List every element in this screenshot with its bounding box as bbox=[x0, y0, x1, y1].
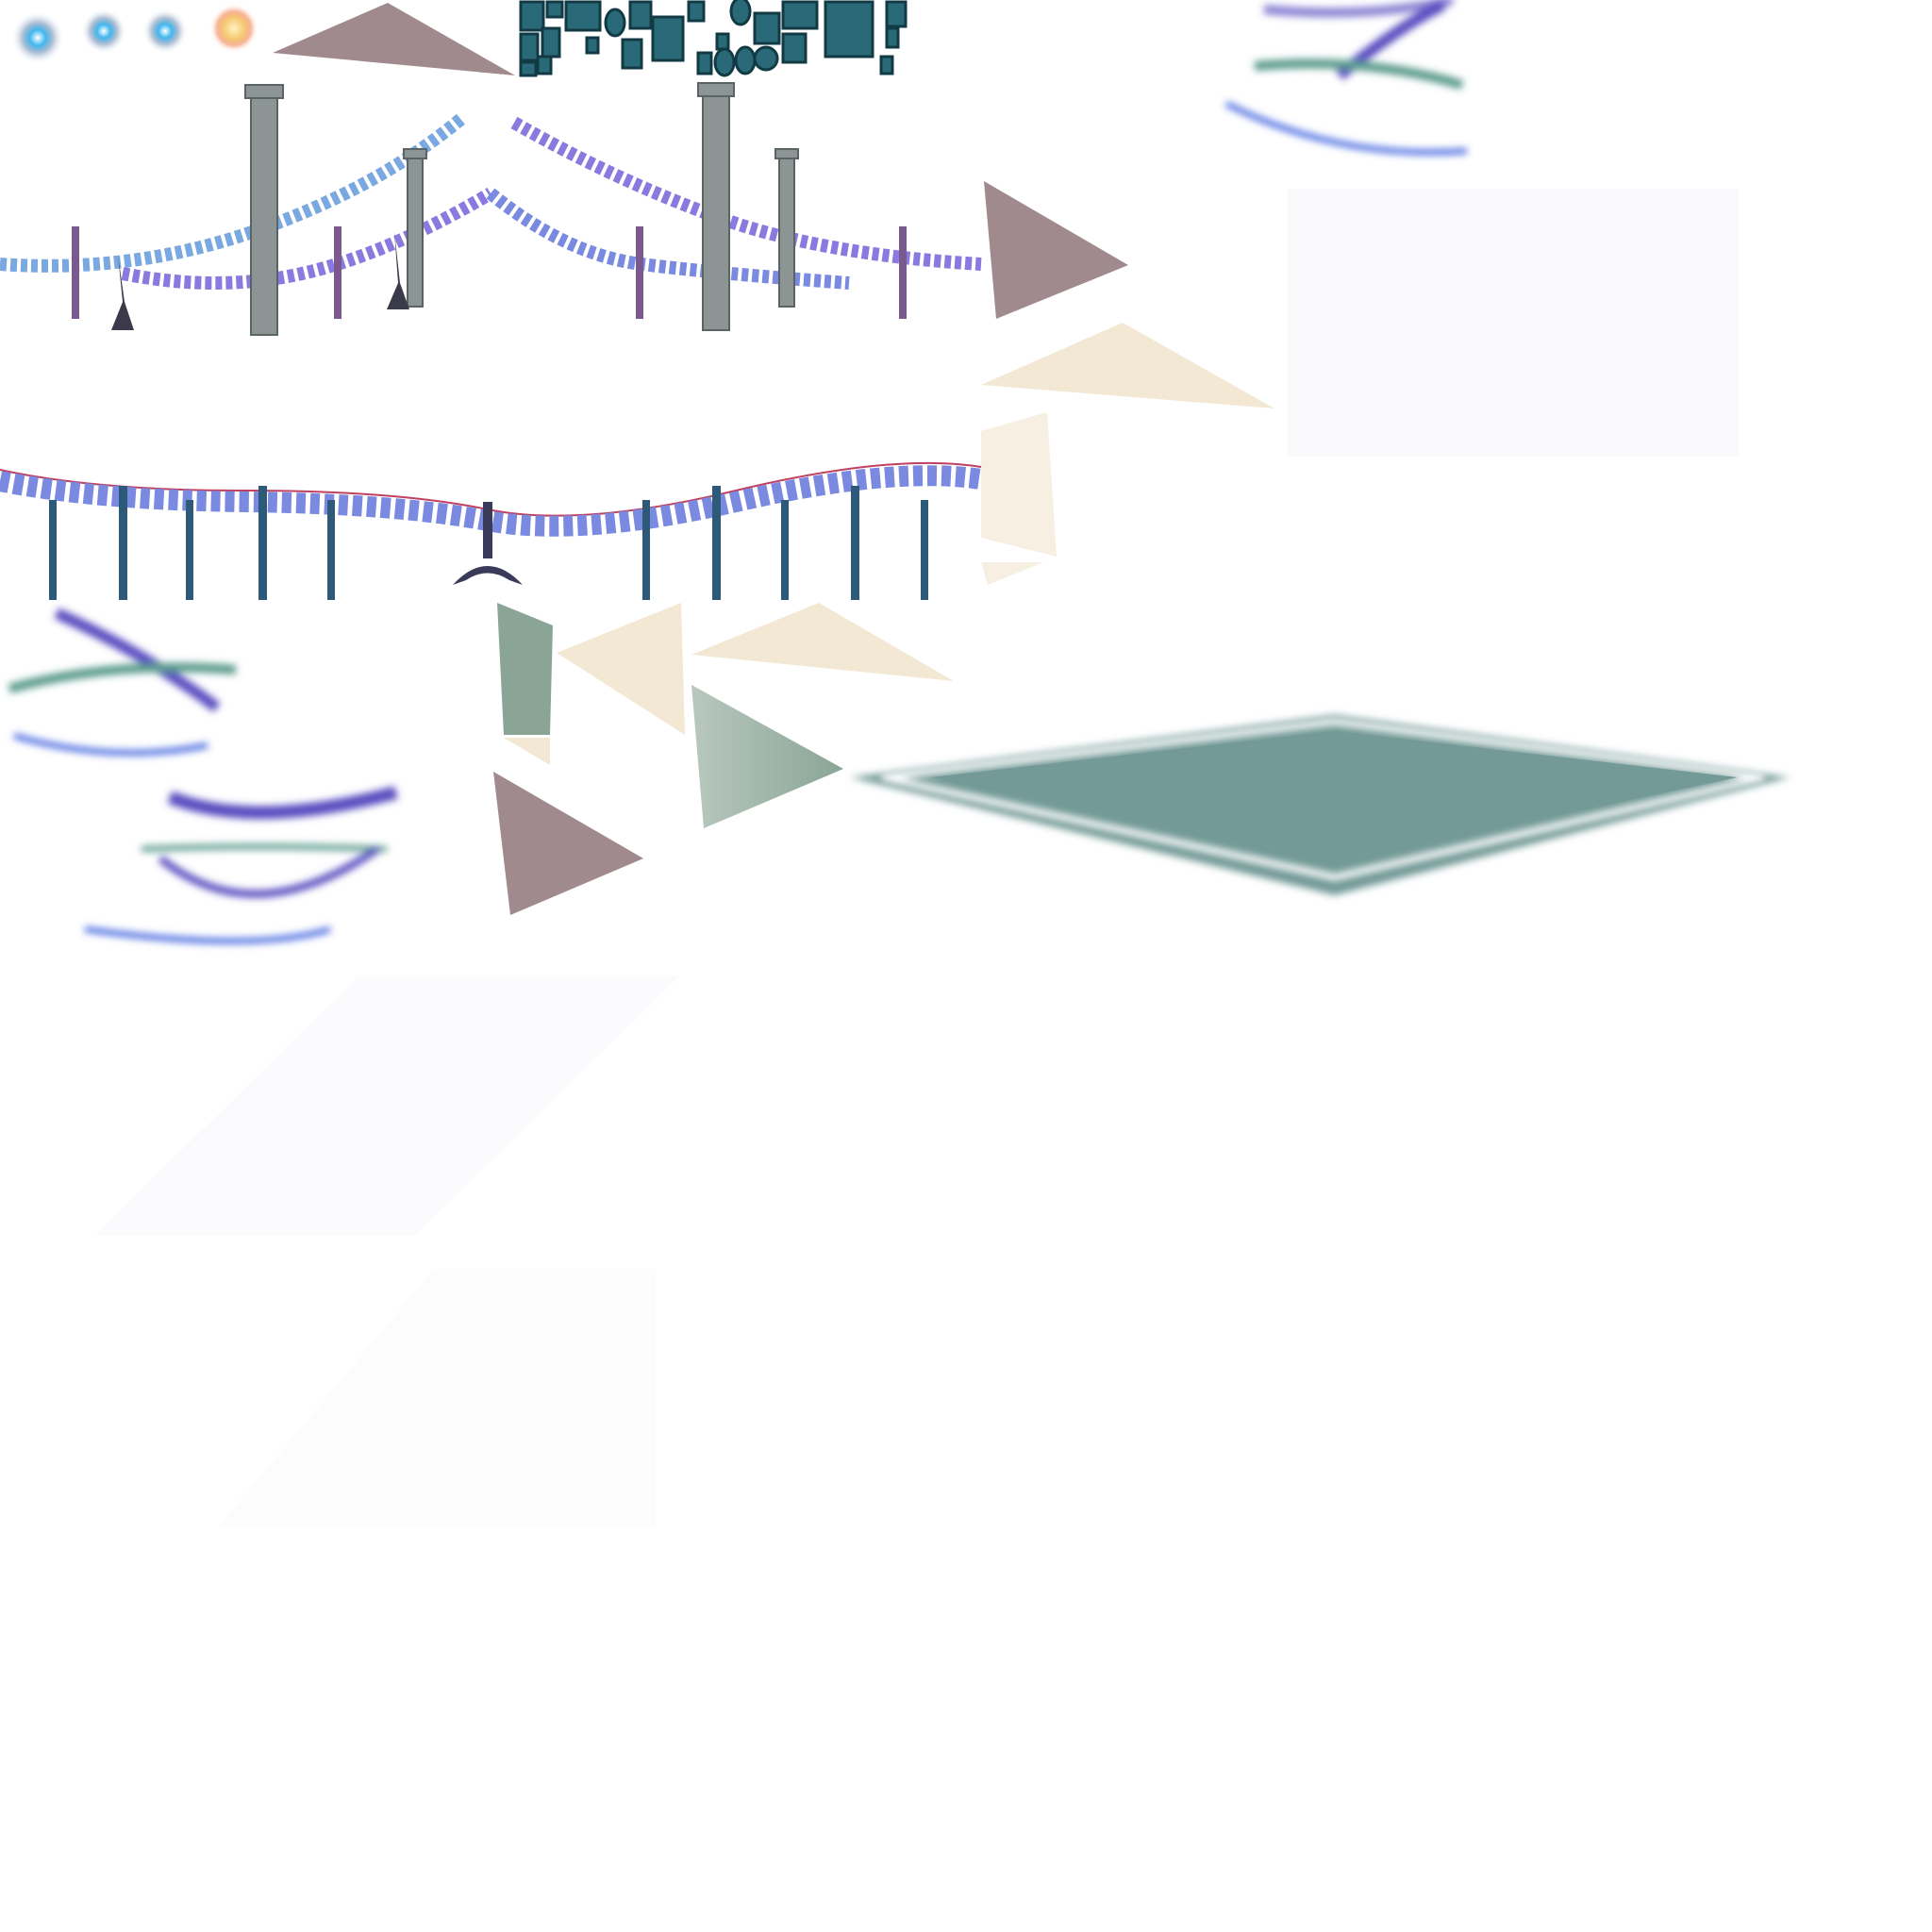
blue-posts bbox=[49, 486, 928, 600]
teal-diamond-platform bbox=[850, 715, 1790, 895]
sage-quad bbox=[497, 603, 553, 735]
faint-panel bbox=[217, 1269, 656, 1528]
mauve-triangle bbox=[493, 772, 643, 915]
stone-pillars bbox=[244, 82, 799, 336]
mauve-triangle bbox=[273, 3, 515, 75]
glow-blue-icon bbox=[142, 8, 188, 54]
glow-blue-icon bbox=[11, 11, 64, 64]
light-swirls bbox=[8, 0, 1468, 944]
sage-triangle bbox=[691, 685, 843, 828]
light-swirl bbox=[8, 608, 237, 756]
stone-pillar bbox=[407, 155, 424, 308]
bunting-banner-upper bbox=[0, 112, 982, 290]
stone-pillar bbox=[702, 89, 730, 331]
chandelier bbox=[453, 502, 523, 585]
glow-sprites bbox=[11, 4, 258, 64]
picture-frames bbox=[519, 0, 908, 77]
beige-sliver bbox=[981, 562, 1043, 585]
stone-pillar bbox=[250, 93, 278, 336]
faint-panel bbox=[1288, 189, 1739, 457]
stone-pillar bbox=[778, 155, 795, 308]
beige-triangle bbox=[981, 323, 1274, 408]
light-swirl bbox=[84, 786, 398, 944]
purple-posts bbox=[72, 226, 907, 319]
beige-triangle bbox=[691, 603, 954, 681]
faint-panel bbox=[94, 976, 679, 1236]
dark-stands bbox=[111, 231, 409, 330]
beige-quad bbox=[981, 412, 1057, 557]
beige-triangle bbox=[557, 603, 685, 735]
glow-blue-icon bbox=[81, 8, 126, 54]
beige-sliver bbox=[504, 738, 550, 765]
light-swirl bbox=[1224, 0, 1468, 156]
mauve-triangle bbox=[984, 181, 1128, 319]
bunting-banner-lower bbox=[0, 461, 983, 600]
triangle-shards bbox=[273, 3, 1274, 915]
glow-orange-icon bbox=[209, 4, 258, 53]
